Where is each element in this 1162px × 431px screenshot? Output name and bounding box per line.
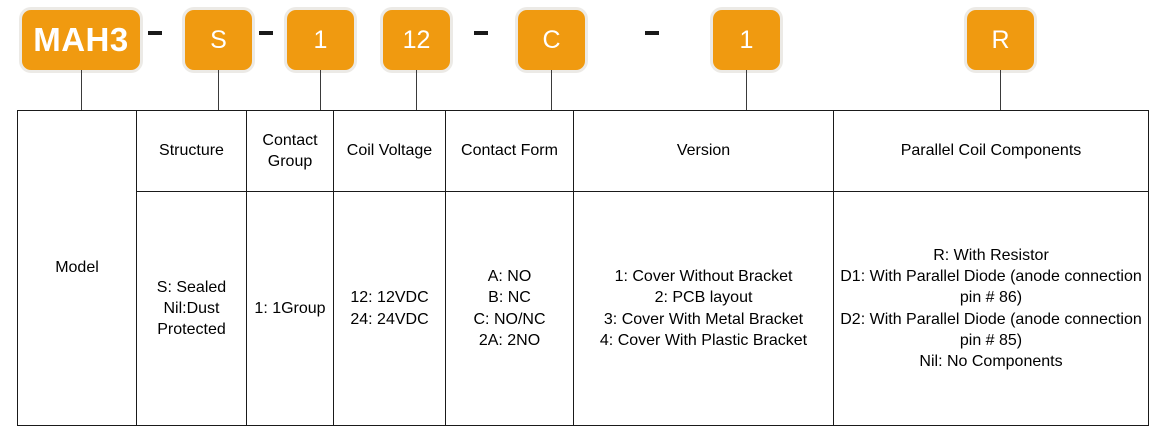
cell-line: 12: 12VDC (350, 289, 429, 307)
model-label: Model (55, 259, 99, 277)
separator-dash-3: - (474, 31, 488, 35)
connector-line-coil-voltage (416, 70, 417, 110)
header-contact-form: Contact Form (445, 110, 574, 192)
separator-dash-4: - (645, 31, 659, 35)
code-box-model: MAH3 (22, 10, 140, 70)
cell-line: D1: With Parallel Diode (anode connectio… (840, 268, 1142, 307)
cell-line: D2: With Parallel Diode (anode connectio… (840, 310, 1142, 349)
code-box-parallel-coil-components: R (967, 10, 1034, 70)
connector-line-parallel-coil-components (1000, 70, 1001, 110)
cell-line: 1: Cover Without Bracket (614, 268, 793, 286)
header-structure: Structure (136, 110, 247, 192)
cell-line: Nil: No Components (919, 352, 1063, 370)
cell-model: Model (17, 110, 137, 426)
code-box-coil-voltage: 12 (383, 10, 450, 70)
cell-line: B: NC (488, 289, 531, 307)
header-version: Version (573, 110, 834, 192)
cell-coil-voltage: 12: 12VDC 24: 24VDC (333, 191, 446, 426)
cell-line: A: NO (487, 268, 532, 286)
header-parallel-coil-components: Parallel Coil Components (833, 110, 1149, 192)
header-contact-group: Contact Group (246, 110, 334, 192)
cell-line: C: NO/NC (473, 310, 546, 328)
cell-line: Protected (157, 321, 226, 339)
code-box-version: 1 (713, 10, 780, 70)
cell-line: 24: 24VDC (350, 310, 429, 328)
cell-contact-group: 1: 1Group (246, 191, 334, 426)
connector-line-contact-form (551, 70, 552, 110)
part-number-code-row: MAH3 - S - 1 12 - C - 1 R (0, 0, 1162, 110)
connector-line-structure (218, 70, 219, 110)
cell-line: 2A: 2NO (478, 331, 541, 349)
connector-line-model (81, 70, 82, 110)
header-coil-voltage: Coil Voltage (333, 110, 446, 192)
cell-version: 1: Cover Without Bracket 2: PCB layout 3: … (573, 191, 834, 426)
specification-table: Model Structure Contact Group Coil Volta… (17, 110, 1149, 426)
code-box-contact-group: 1 (287, 10, 354, 70)
cell-line: Nil:Dust (163, 299, 220, 317)
cell-line: 1: 1Group (254, 299, 326, 317)
cell-line: 2: PCB layout (654, 289, 753, 307)
code-box-contact-form: C (518, 10, 585, 70)
separator-dash-1: - (148, 31, 162, 35)
cell-line: S: Sealed (156, 278, 227, 296)
table-header-row: Model Structure Contact Group Coil Volta… (17, 110, 1149, 426)
cell-contact-form: A: NO B: NC C: NO/NC 2A: 2NO (445, 191, 574, 426)
connector-line-version (746, 70, 747, 110)
connector-line-contact-group (320, 70, 321, 110)
separator-dash-2: - (259, 31, 273, 35)
code-box-structure: S (185, 10, 252, 70)
cell-line: 4: Cover With Plastic Bracket (599, 331, 808, 349)
cell-line: R: With Resistor (933, 247, 1049, 265)
cell-line: 3: Cover With Metal Bracket (603, 310, 804, 328)
